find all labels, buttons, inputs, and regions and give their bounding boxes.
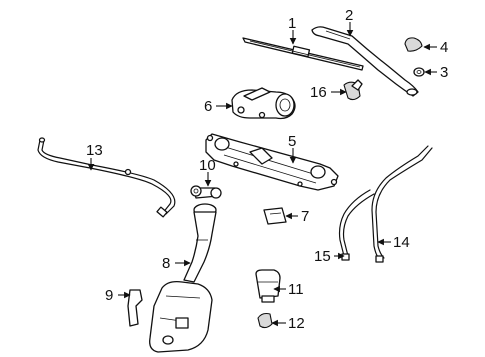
- washer-reservoir-part: [149, 280, 213, 353]
- pivot-cover-part: [343, 79, 363, 101]
- callout-16: 16: [310, 84, 327, 101]
- washer-hose-short-part: [338, 189, 375, 261]
- callout-4: 4: [440, 39, 448, 56]
- pump-grommet-part: [257, 312, 273, 329]
- callout-14: 14: [393, 234, 410, 251]
- callout-13: 13: [86, 142, 103, 159]
- callout-1: 1: [288, 15, 296, 32]
- bracket-part: [263, 207, 287, 225]
- callout-6: 6: [204, 98, 212, 115]
- callout-15: 15: [314, 248, 331, 265]
- wiper-linkage-part: [205, 133, 339, 191]
- callout-9: 9: [105, 287, 113, 304]
- pivot-grommet-part: [190, 185, 222, 199]
- washer-pump-part: [255, 269, 281, 303]
- filler-neck-part: [183, 203, 217, 283]
- wiper-arm-cap-part: [404, 37, 423, 52]
- wiper-motor-part: [231, 87, 296, 120]
- washer-hose-part: [37, 137, 176, 218]
- reservoir-bracket-part: [127, 289, 143, 327]
- callout-12: 12: [288, 315, 305, 332]
- washer-hose-long-part: [371, 145, 433, 263]
- callout-11: 11: [288, 281, 304, 298]
- callout-5: 5: [288, 133, 296, 150]
- callout-10: 10: [199, 157, 216, 174]
- callout-8: 8: [162, 255, 170, 272]
- wiper-arm-nut-part: [413, 67, 425, 77]
- callout-7: 7: [301, 208, 309, 225]
- wiper-blade-part: [242, 37, 364, 71]
- callout-2: 2: [345, 7, 353, 24]
- callout-3: 3: [440, 64, 448, 81]
- callout-leaders: [87, 22, 437, 327]
